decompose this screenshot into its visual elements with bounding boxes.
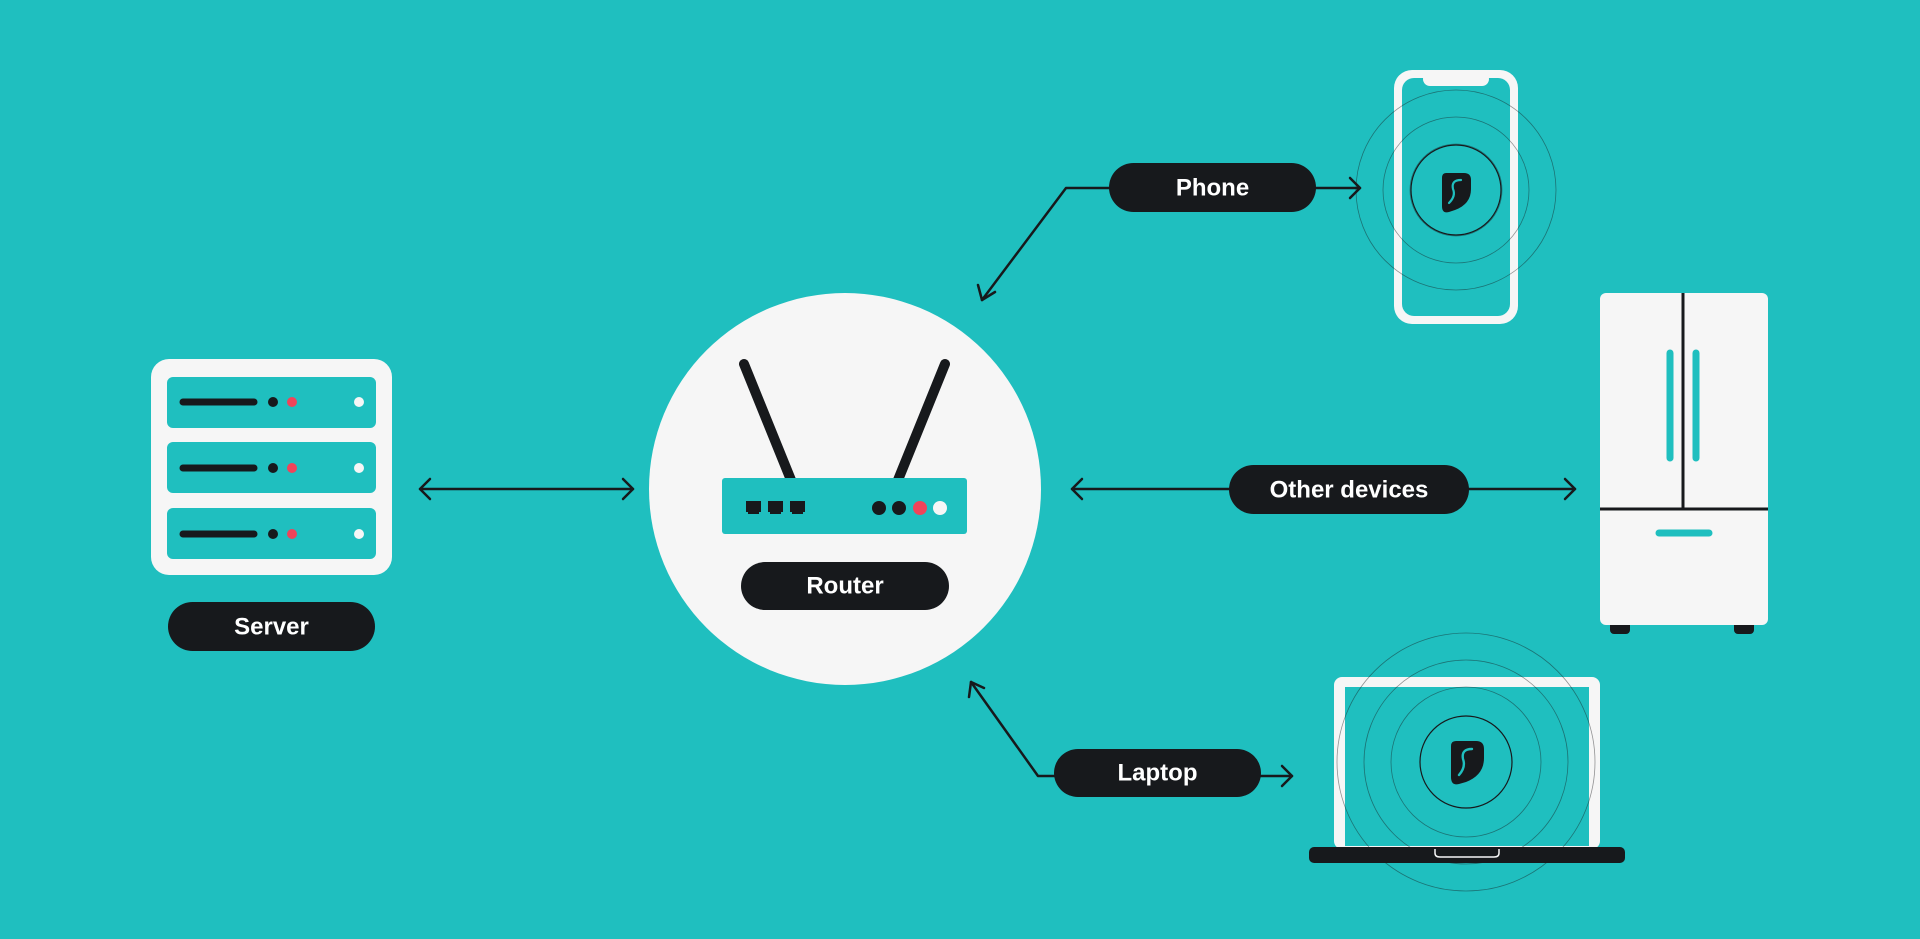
server-node: Server	[151, 359, 392, 651]
router-label-pill: Router	[741, 562, 949, 610]
server-label-pill: Server	[168, 602, 375, 651]
router-label: Router	[806, 573, 883, 600]
laptop-icon	[1309, 632, 1625, 892]
laptop-label-pill: Laptop	[1054, 749, 1261, 797]
smartphone-icon	[1355, 70, 1557, 324]
server-rack-icon	[151, 359, 392, 575]
surfshark-logo-icon	[1451, 741, 1484, 785]
laptop-node: Laptop	[1054, 632, 1625, 892]
arrow-server-router	[418, 477, 635, 501]
refrigerator-icon	[1600, 293, 1768, 634]
other-devices-node: Other devices	[1229, 293, 1768, 634]
wifi-router-icon	[722, 359, 967, 534]
other-devices-label: Other devices	[1270, 477, 1429, 504]
phone-node: Phone	[1109, 70, 1557, 324]
server-label: Server	[234, 614, 309, 641]
surfshark-logo-icon	[1442, 173, 1471, 213]
other-devices-label-pill: Other devices	[1229, 465, 1469, 514]
phone-label: Phone	[1176, 175, 1249, 202]
laptop-label: Laptop	[1118, 760, 1198, 787]
phone-label-pill: Phone	[1109, 163, 1316, 212]
router-node: Router	[649, 293, 1041, 685]
